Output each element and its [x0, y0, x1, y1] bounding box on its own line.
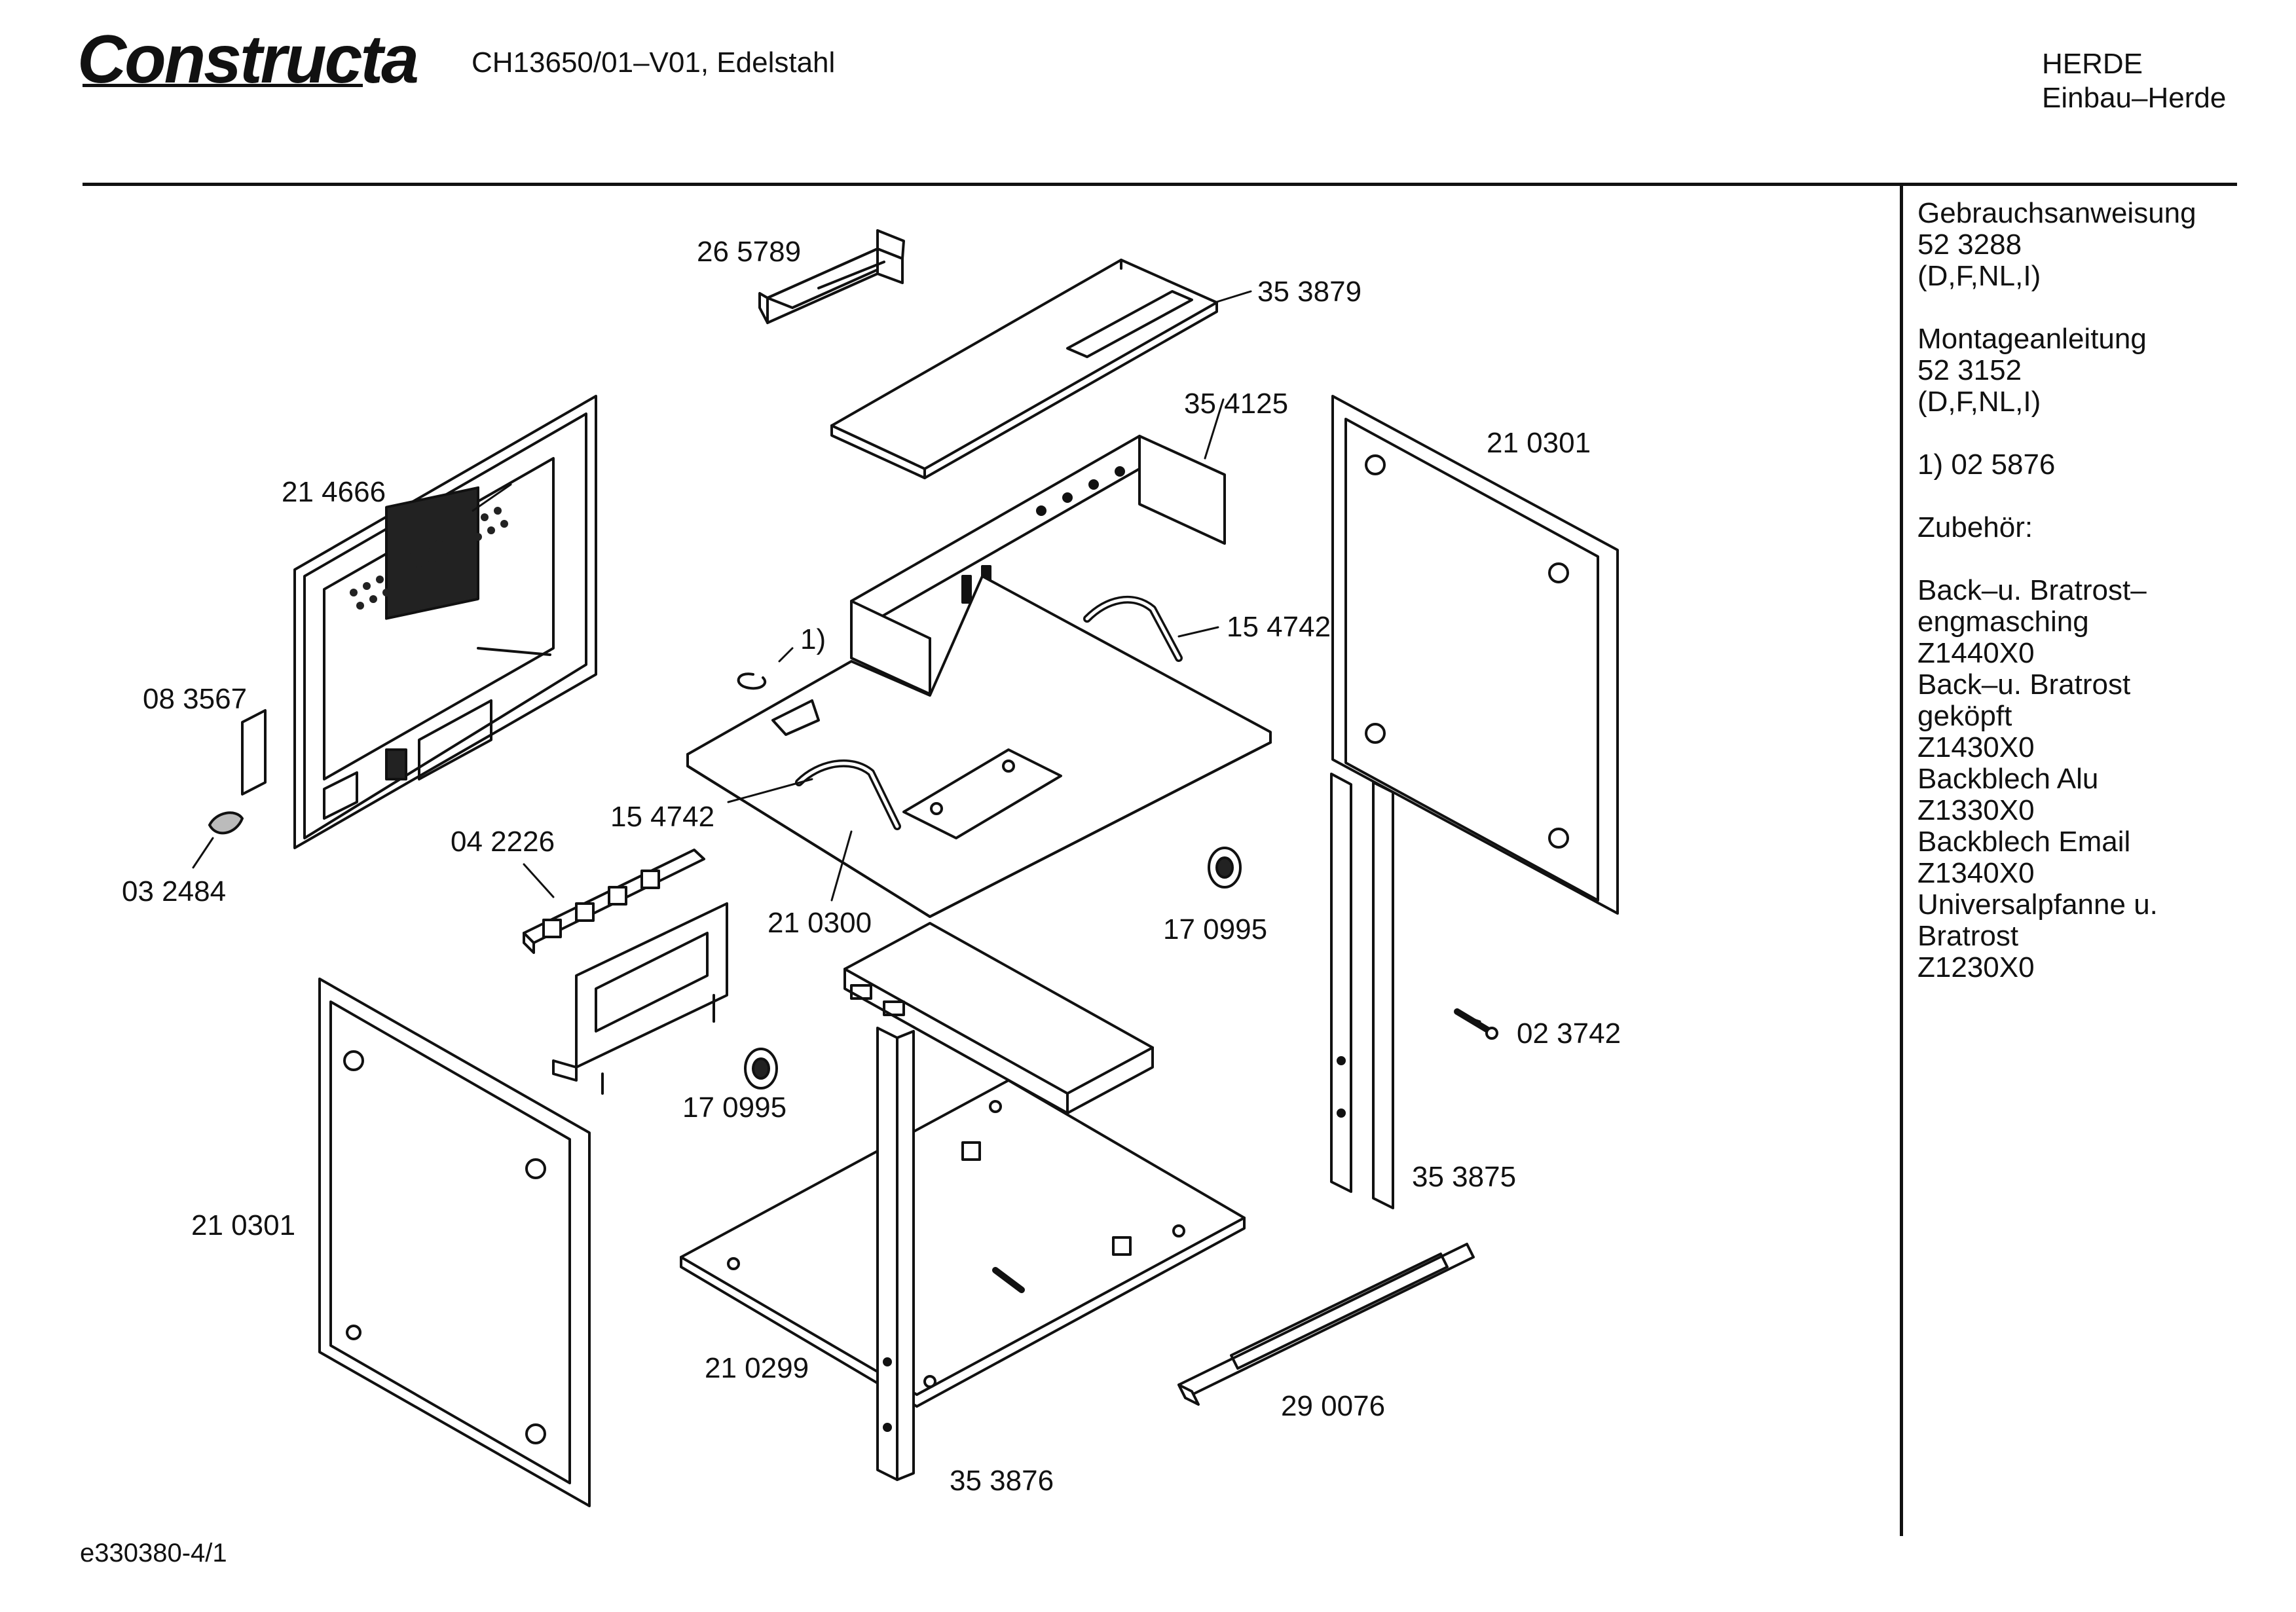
sidebar-line: 1) 02 5876	[1917, 449, 2056, 481]
part-label: 35 4125	[1184, 388, 1288, 420]
part-label: 21 0299	[705, 1352, 809, 1384]
part-handle-front	[795, 759, 901, 830]
part-small-sheet	[241, 709, 267, 796]
part-control-bracket	[552, 902, 728, 1095]
model-title: CH13650/01–V01, Edelstahl	[472, 46, 836, 79]
part-front-panel	[293, 395, 597, 849]
part-bottom-strip	[1177, 1243, 1475, 1406]
part-label: 29 0076	[1281, 1390, 1385, 1422]
sidebar-line: Zubehör:	[1917, 511, 2033, 543]
category-line-1: HERDE	[2042, 48, 2143, 80]
sidebar-line: Backblech Alu	[1917, 763, 2099, 795]
part-bracket-small	[758, 229, 905, 324]
sidebar-line: Z1340X0	[1917, 857, 2035, 889]
sidebar-line: Backblech Email	[1917, 826, 2131, 858]
sidebar-line: Z1430X0	[1917, 731, 2035, 763]
sidebar-line: Back–u. Bratrost–	[1917, 574, 2147, 606]
category-label: HERDE Einbau–Herde	[2042, 47, 2226, 115]
sidebar-line: engmasching	[1917, 606, 2089, 638]
part-connector-strip	[523, 849, 705, 954]
sidebar-line: Z1230X0	[1917, 951, 2035, 983]
document-id: e330380-4/1	[80, 1539, 227, 1567]
part-label: 17 0995	[1163, 913, 1267, 945]
part-middle-base-plate	[686, 575, 1272, 918]
part-label: 02 3742	[1517, 1017, 1621, 1050]
part-label: 21 0301	[191, 1209, 295, 1241]
sidebar-line: (D,F,NL,I)	[1917, 386, 2041, 418]
sidebar-line: Gebrauchsanweisung	[1917, 197, 2196, 229]
part-label: 35 3876	[950, 1465, 1054, 1497]
part-rail-left	[876, 1027, 915, 1481]
brand-logo-underline	[83, 84, 363, 87]
part-label: 21 0300	[768, 907, 872, 939]
sidebar-line: Back–u. Bratrost	[1917, 669, 2131, 701]
part-label: 26 5789	[697, 236, 801, 268]
sidebar-line: 52 3152	[1917, 354, 2022, 386]
sidebar-line: Z1440X0	[1917, 637, 2035, 669]
part-label: 21 0301	[1487, 427, 1591, 459]
part-label: 35 3879	[1257, 276, 1361, 308]
part-clip	[737, 672, 767, 690]
part-label: 1)	[800, 623, 826, 655]
header-divider	[83, 183, 2237, 186]
sidebar-notes: Gebrauchsanweisung 52 3288 (D,F,NL,I) Mo…	[1917, 198, 2284, 983]
sidebar-line: Bratrost	[1917, 920, 2019, 952]
sidebar-line: Z1330X0	[1917, 794, 2035, 826]
part-handle-rear	[1083, 595, 1183, 662]
part-side-panel-left	[318, 978, 591, 1507]
part-foot-upper	[1208, 847, 1242, 888]
part-labels: 26 5789 35 3879 35 4125 21 0301 21 4666 …	[122, 236, 1621, 1497]
sidebar-line: geköpft	[1917, 700, 2012, 732]
sidebar-line: (D,F,NL,I)	[1917, 260, 2041, 292]
part-label: 03 2484	[122, 875, 226, 907]
part-label: 21 4666	[282, 476, 386, 508]
part-label: 04 2226	[451, 826, 555, 858]
sidebar-line: Montageanleitung	[1917, 323, 2147, 355]
part-label: 08 3567	[143, 683, 247, 715]
part-label: 35 3875	[1412, 1161, 1516, 1193]
category-line-2: Einbau–Herde	[2042, 82, 2227, 114]
part-knob	[208, 811, 244, 835]
part-label: 15 4742	[1227, 611, 1331, 643]
sidebar-line: Universalpfanne u.	[1917, 888, 2158, 921]
sidebar-divider	[1900, 185, 1903, 1536]
part-rail-right	[1330, 773, 1394, 1209]
part-foot-lower	[744, 1048, 778, 1090]
part-duct-box	[843, 922, 1154, 1114]
part-side-panel-right	[1331, 395, 1619, 915]
part-label: 15 4742	[610, 801, 714, 833]
part-label: 17 0995	[682, 1091, 787, 1124]
brand-logo: Constructa	[77, 22, 419, 98]
sidebar-line: 52 3288	[1917, 229, 2022, 261]
part-rear-frame	[850, 435, 1226, 695]
leader-lines	[192, 290, 1481, 1023]
